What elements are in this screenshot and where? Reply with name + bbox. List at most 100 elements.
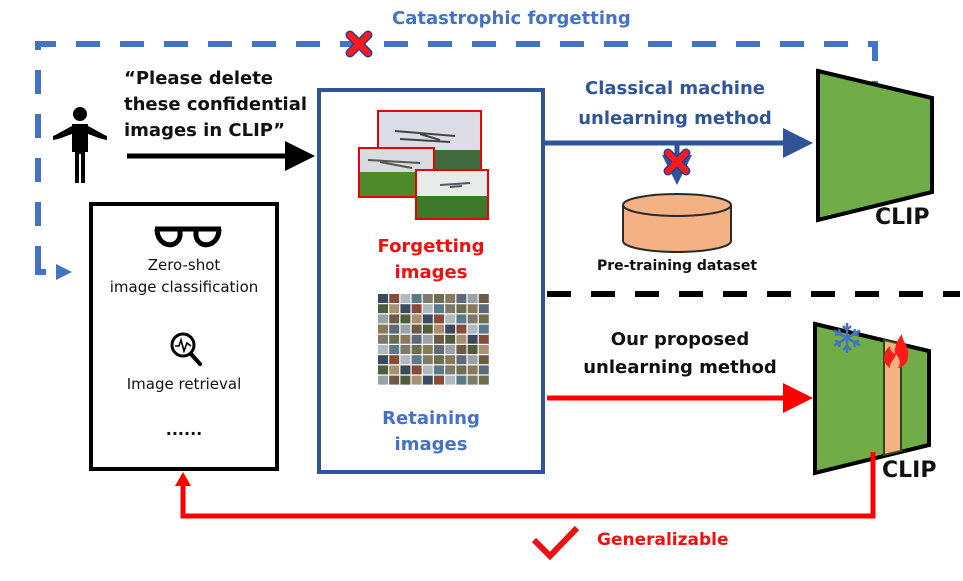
downstream-tasks-box xyxy=(89,202,279,471)
retaining-thumbnail xyxy=(411,365,422,375)
pretraining-dataset-label: Pre-training dataset xyxy=(596,258,758,274)
retaining-thumbnail xyxy=(456,314,467,324)
retaining-thumbnail xyxy=(445,365,456,375)
snowflake-icon xyxy=(833,323,861,353)
retaining-thumbnail xyxy=(434,294,444,303)
retaining-thumbnail xyxy=(400,294,411,303)
retaining-thumbnail xyxy=(411,375,422,385)
catastrophic-forgetting-loop xyxy=(35,41,878,280)
request-line: images in CLIP” xyxy=(124,120,286,141)
retaining-thumbnail xyxy=(422,314,433,324)
retaining-thumbnail xyxy=(456,375,467,385)
forgetting-images-label: Forgetting images xyxy=(340,234,522,286)
retaining-line: images xyxy=(394,434,468,455)
retaining-thumbnail xyxy=(456,294,467,303)
generalizable-label: Generalizable xyxy=(597,530,729,550)
retaining-thumbnail xyxy=(478,345,489,354)
request-line: these confidential xyxy=(124,94,308,115)
retaining-thumbnail xyxy=(378,304,388,314)
forgetting-line: images xyxy=(394,262,468,283)
retaining-thumbnail xyxy=(411,345,422,354)
retaining-thumbnail xyxy=(389,355,400,365)
retaining-thumbnail xyxy=(445,324,456,334)
retaining-thumbnail xyxy=(467,294,478,303)
person-shrugging-icon xyxy=(53,107,107,183)
retaining-thumbnail xyxy=(445,304,456,314)
retaining-thumbnail xyxy=(434,365,444,375)
retaining-thumbnail xyxy=(389,304,400,314)
retaining-thumbnail xyxy=(400,304,411,314)
our-method-label: Our proposed unlearning method xyxy=(560,326,800,382)
retaining-thumbnail xyxy=(411,304,422,314)
retaining-thumbnail xyxy=(478,355,489,365)
retaining-thumbnail xyxy=(422,375,433,385)
retaining-thumbnail xyxy=(378,345,388,354)
checkmark-icon xyxy=(531,525,580,561)
retaining-thumbnail xyxy=(400,355,411,365)
request-line: “Please delete xyxy=(124,68,274,89)
retaining-thumbnail xyxy=(389,314,400,324)
classical-method-label: Classical machine unlearning method xyxy=(560,74,790,134)
retaining-thumbnail xyxy=(478,304,489,314)
images-box xyxy=(317,88,545,474)
magnifier-waveform-icon xyxy=(170,332,202,366)
retaining-thumbnail xyxy=(411,294,422,303)
ours-line: Our proposed xyxy=(610,329,750,350)
ours-line: unlearning method xyxy=(583,357,777,378)
retaining-thumbnail xyxy=(389,375,400,385)
retaining-thumbnail xyxy=(389,324,400,334)
retaining-thumbnail xyxy=(389,294,400,303)
retaining-thumbnail xyxy=(456,365,467,375)
retaining-thumbnail xyxy=(478,334,489,344)
task-retrieval-label: Image retrieval xyxy=(126,375,242,393)
feedback-arrowhead xyxy=(175,472,191,486)
retaining-line: Retaining xyxy=(382,408,480,429)
retaining-thumbnail xyxy=(434,324,444,334)
clip-model-classical xyxy=(816,68,934,223)
retaining-thumbnail xyxy=(422,345,433,354)
clip-label-top: CLIP xyxy=(875,205,930,230)
task-zero-shot-label: Zero-shot image classification xyxy=(93,254,275,298)
retaining-thumbnail xyxy=(467,375,478,385)
retaining-thumbnail xyxy=(434,314,444,324)
retaining-thumbnail xyxy=(434,304,444,314)
retaining-thumbnail xyxy=(400,314,411,324)
red-cross-icon xyxy=(345,30,373,58)
retaining-thumbnail xyxy=(434,375,444,385)
retaining-thumbnail xyxy=(400,375,411,385)
retaining-thumbnail xyxy=(411,314,422,324)
retaining-images-label: Retaining images xyxy=(340,406,522,458)
retaining-thumbnail xyxy=(445,334,456,344)
catastrophic-forgetting-label: Catastrophic forgetting xyxy=(392,8,631,29)
clip-label-bottom: CLIP xyxy=(882,458,937,483)
retaining-thumbnail xyxy=(478,314,489,324)
retaining-thumbnail xyxy=(400,324,411,334)
retaining-thumbnail xyxy=(456,304,467,314)
retaining-thumbnail xyxy=(389,334,400,344)
forgetting-images-stack xyxy=(358,110,489,220)
retaining-thumbnail xyxy=(411,334,422,344)
forgetting-line: Forgetting xyxy=(377,236,485,257)
retaining-thumbnail xyxy=(378,324,388,334)
glasses-icon xyxy=(154,226,222,248)
user-request-text: “Please delete these confidential images… xyxy=(124,66,307,144)
retaining-images-grid xyxy=(378,294,489,385)
retaining-thumbnail xyxy=(422,365,433,375)
retaining-thumbnail xyxy=(467,314,478,324)
retaining-thumbnail xyxy=(422,355,433,365)
retaining-thumbnail xyxy=(467,324,478,334)
retaining-thumbnail xyxy=(411,355,422,365)
generalizable-feedback-arrow xyxy=(180,452,876,519)
retaining-thumbnail xyxy=(456,355,467,365)
airplane-photo xyxy=(415,169,489,220)
classical-line: Classical machine xyxy=(585,78,765,99)
classical-line: unlearning method xyxy=(578,108,772,129)
retaining-thumbnail xyxy=(422,334,433,344)
retaining-thumbnail xyxy=(378,314,388,324)
task-line: Zero-shot xyxy=(147,256,221,274)
retaining-thumbnail xyxy=(445,314,456,324)
retaining-thumbnail xyxy=(445,294,456,303)
retaining-thumbnail xyxy=(378,365,388,375)
retaining-thumbnail xyxy=(389,345,400,354)
